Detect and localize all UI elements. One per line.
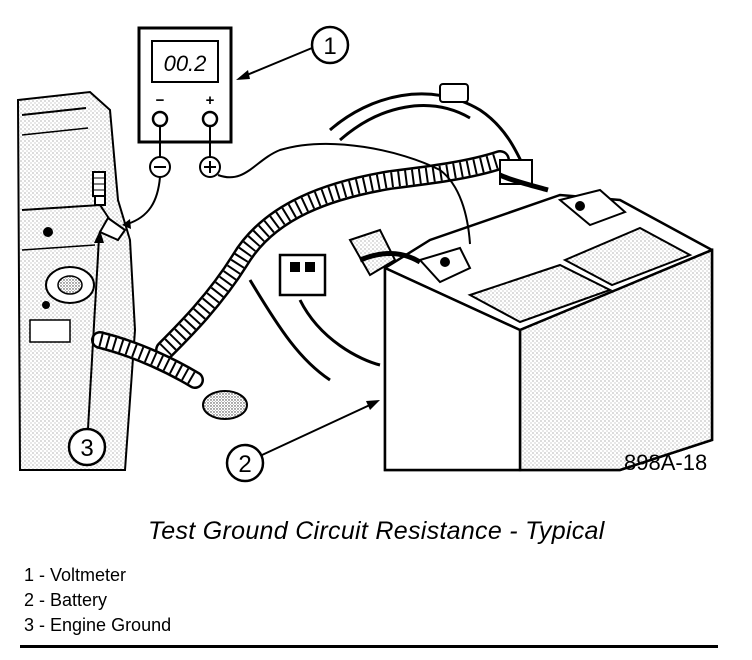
meter-positive-jack	[201, 110, 219, 128]
engine-ground-stud	[92, 171, 127, 242]
test-leads	[122, 126, 471, 245]
legend-separator: -	[34, 590, 51, 610]
figure-caption: Test Ground Circuit Resistance - Typical	[148, 517, 605, 545]
callout-2: 2	[225, 400, 380, 483]
legend-item-voltmeter: 1 - Voltmeter	[24, 563, 171, 588]
legend-label: Engine Ground	[50, 615, 172, 635]
legend-item-engine-ground: 3 - Engine Ground	[24, 613, 171, 638]
voltmeter-display: 00.2	[164, 51, 207, 76]
diagram-illustration: 00.2 − + 1 2 3 898A-18	[16, 25, 714, 483]
legend-separator: -	[34, 615, 51, 635]
legend-label: Battery	[50, 590, 108, 610]
legend-label: Voltmeter	[50, 565, 127, 585]
meter-negative-jack	[151, 110, 169, 128]
legend-number: 3	[24, 615, 35, 635]
callout-1: 1	[236, 25, 350, 80]
engine-block	[16, 90, 137, 471]
legend-number: 2	[24, 590, 35, 610]
callout-1-number: 1	[323, 33, 336, 60]
legend: 1 - Voltmeter 2 - Battery 3 - Engine Gro…	[24, 563, 171, 638]
bottom-rule	[20, 645, 718, 648]
legend-number: 1	[24, 565, 35, 585]
meter-positive-label: +	[206, 92, 215, 109]
figure-id: 898A-18	[624, 450, 707, 475]
voltmeter: 00.2 − +	[137, 26, 233, 144]
legend-separator: -	[34, 565, 51, 585]
callout-2-number: 2	[238, 451, 251, 478]
callout-3: 3	[67, 230, 107, 467]
legend-item-battery: 2 - Battery	[24, 588, 171, 613]
meter-negative-label: −	[156, 92, 165, 109]
callout-3-number: 3	[80, 435, 93, 462]
battery	[359, 172, 714, 472]
